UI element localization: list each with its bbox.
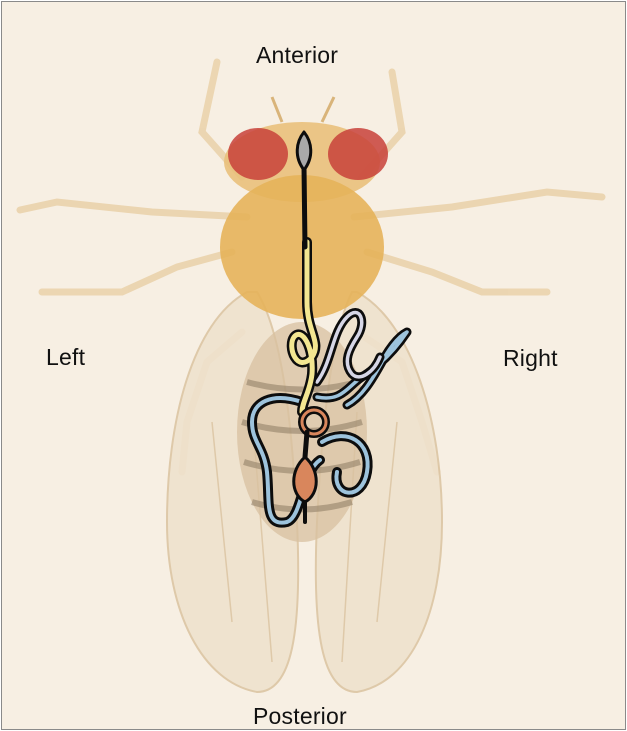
proventriculus [297, 132, 311, 170]
label-left: Left [46, 344, 85, 371]
left-eye-icon [228, 128, 288, 180]
label-right: Right [503, 345, 558, 372]
right-eye-icon [328, 128, 388, 180]
esophagus [304, 167, 305, 247]
label-posterior: Posterior [253, 703, 347, 730]
label-anterior: Anterior [256, 42, 338, 69]
